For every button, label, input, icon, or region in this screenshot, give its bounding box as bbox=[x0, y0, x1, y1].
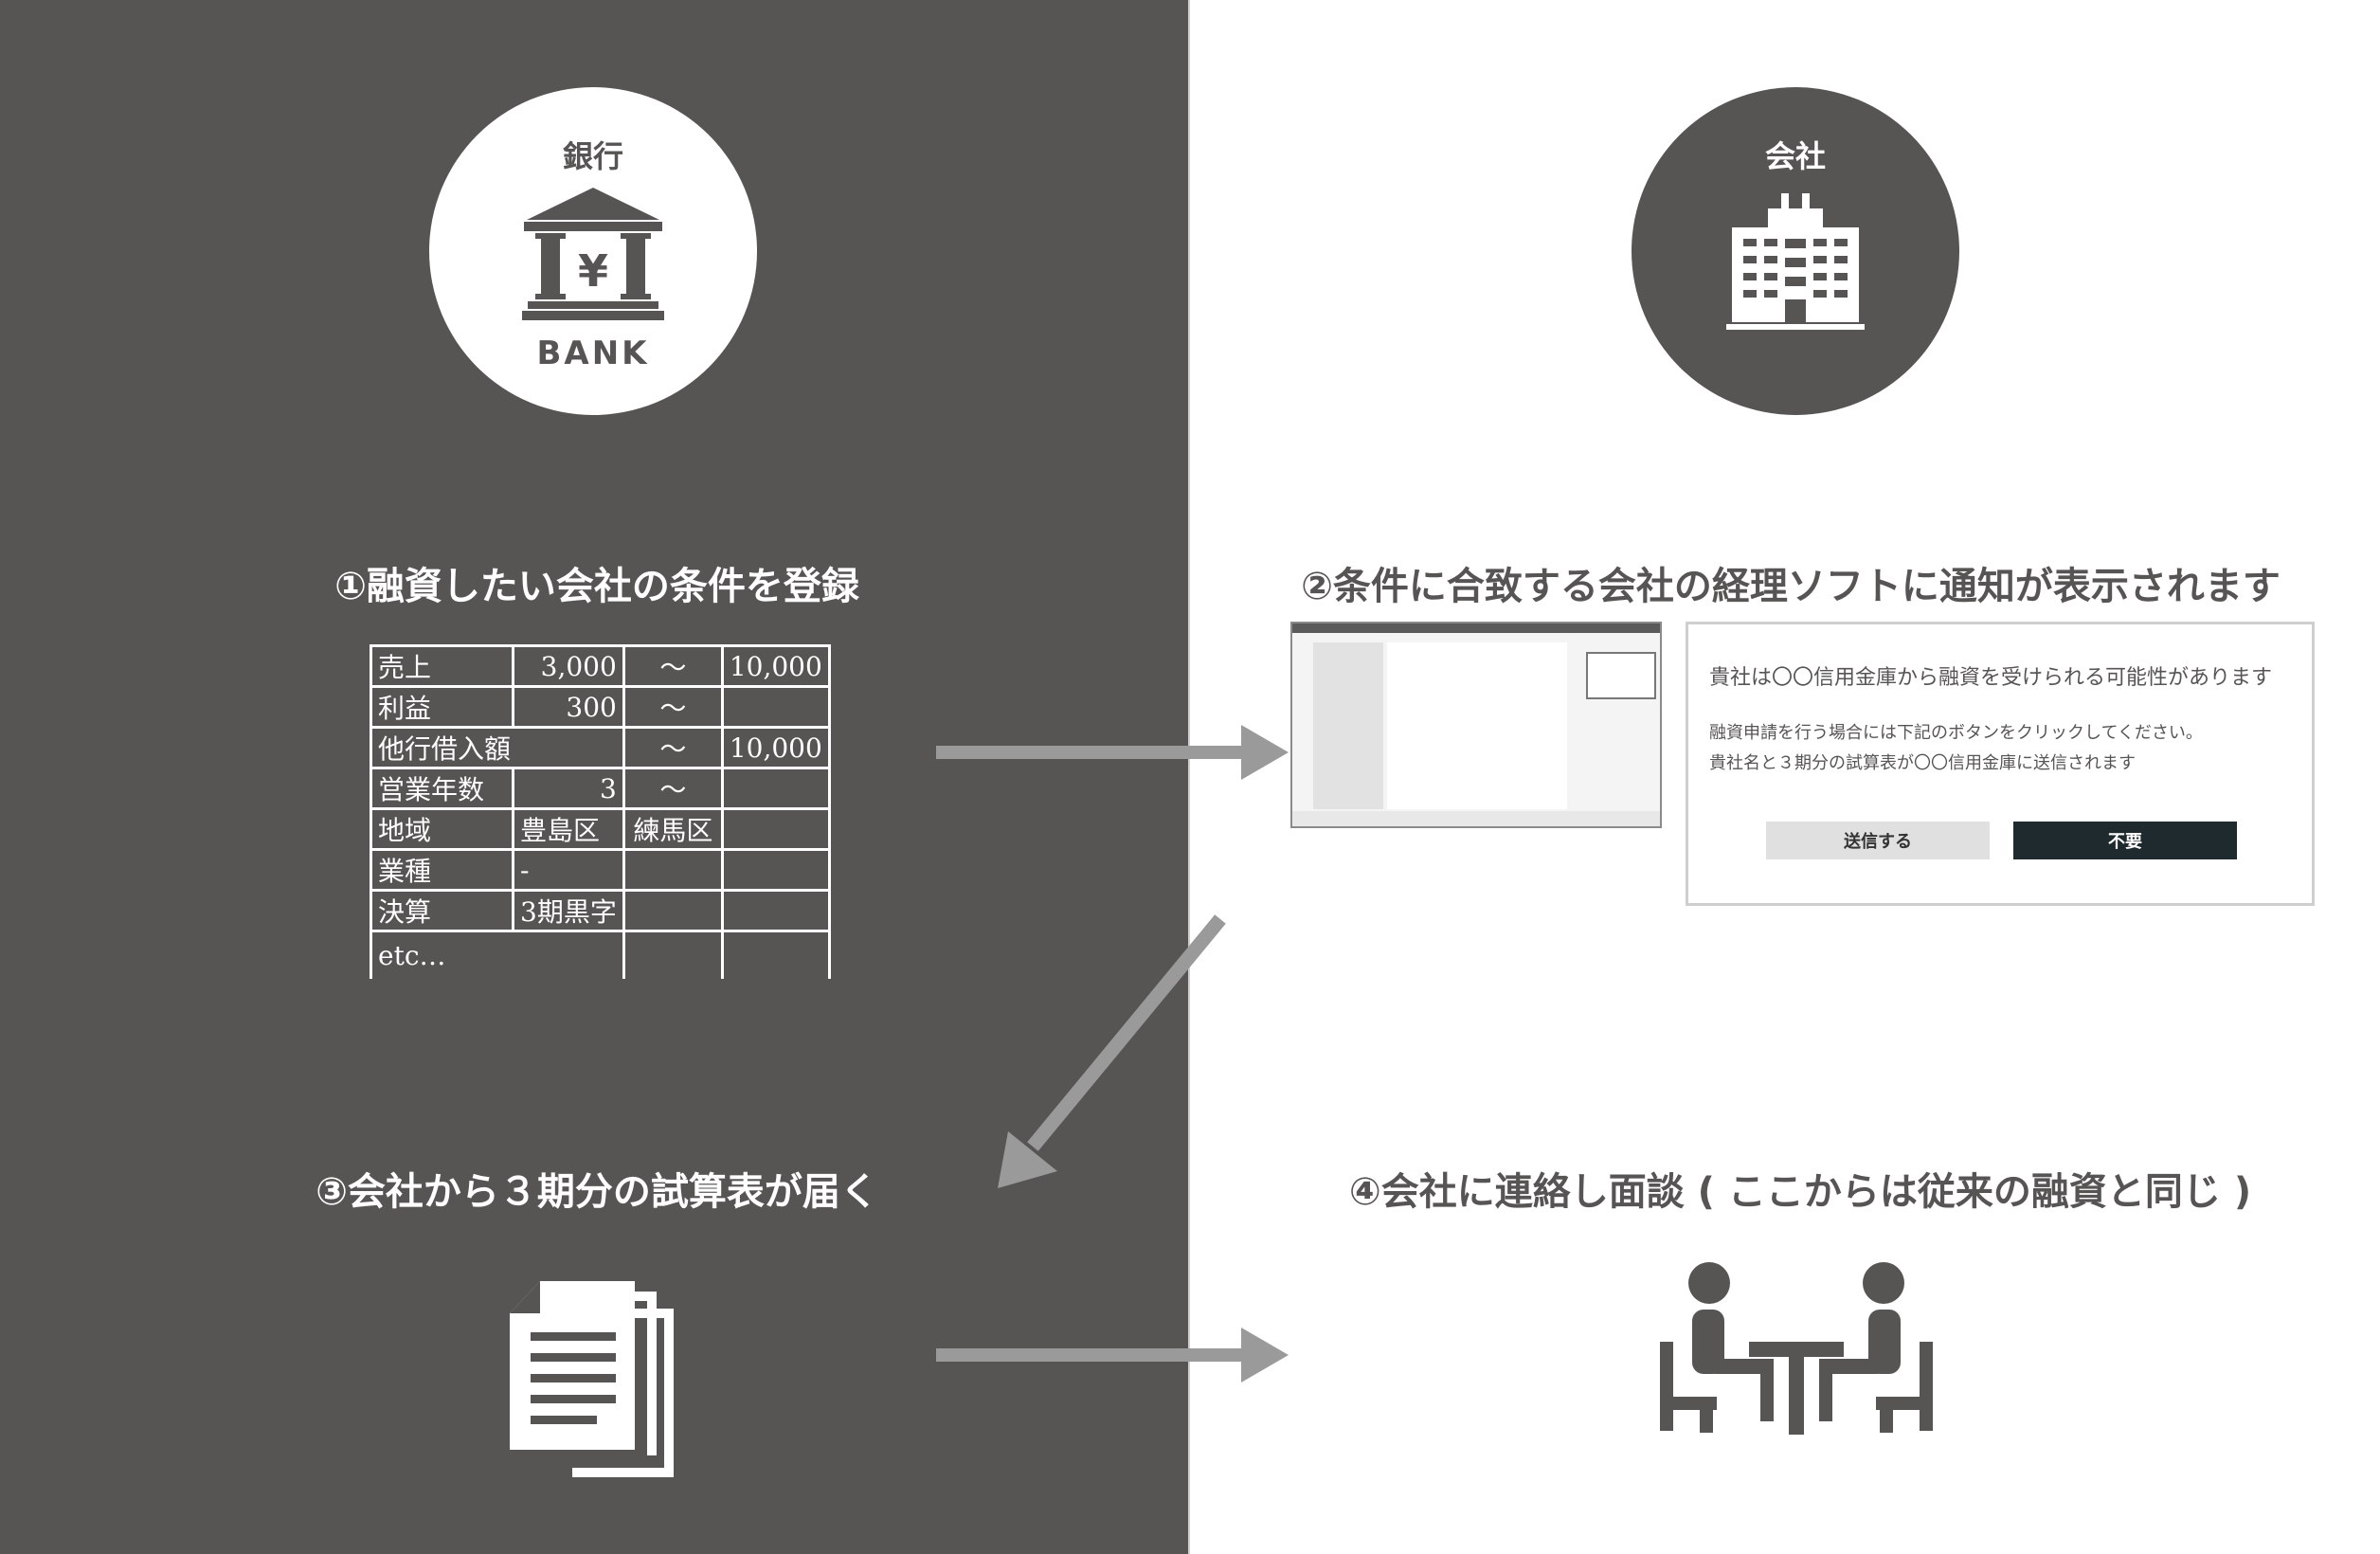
decline-button[interactable]: 不要 bbox=[2013, 822, 2237, 859]
conditions-cell: 〜 bbox=[622, 685, 724, 729]
window-statusbar bbox=[1292, 811, 1660, 826]
window-main-area bbox=[1387, 642, 1567, 809]
conditions-cell: 練馬区 bbox=[622, 807, 724, 851]
step2-title: ②条件に合致する会社の経理ソフトに通知が表示されます bbox=[1301, 565, 2281, 608]
meeting-people-table-icon bbox=[1660, 1262, 1933, 1435]
window-titlebar bbox=[1292, 623, 1660, 633]
conditions-cell: 〜 bbox=[622, 726, 724, 769]
conditions-cell: etc… bbox=[370, 930, 625, 979]
conditions-cell: 〜 bbox=[622, 767, 724, 810]
conditions-cell: 10,000 bbox=[720, 644, 831, 688]
arrow-step3-to-step4 bbox=[936, 1328, 1289, 1382]
conditions-cell: 業種 bbox=[370, 848, 514, 892]
step4-title: ④会社に連絡し面談 ( ここからは従来の融資と同じ ) bbox=[1348, 1170, 2252, 1214]
conditions-cell bbox=[622, 889, 724, 932]
conditions-cell: 10,000 bbox=[720, 726, 831, 769]
conditions-cell: 利益 bbox=[370, 685, 514, 729]
notification-dialog: 貴社は〇〇信用金庫から融資を受けられる可能性があります 融資申請を行う場合には下… bbox=[1686, 622, 2315, 906]
conditions-cell: 地域 bbox=[370, 807, 514, 851]
step1-title: ①融資したい会社の条件を登録 bbox=[334, 565, 859, 608]
company-label: 会社 bbox=[1764, 138, 1826, 174]
conditions-row: etc… bbox=[370, 930, 831, 979]
conditions-cell bbox=[720, 930, 831, 979]
conditions-cell: 決算 bbox=[370, 889, 514, 932]
conditions-cell bbox=[720, 685, 831, 729]
bank-circle: 銀行 ¥ BANK bbox=[429, 87, 757, 415]
conditions-cell: 他行借入額 bbox=[370, 726, 625, 769]
office-building-icon bbox=[1726, 193, 1865, 330]
conditions-cell bbox=[720, 767, 831, 810]
window-notification-popup bbox=[1586, 652, 1656, 699]
bank-word: BANK bbox=[536, 334, 649, 372]
window-sidebar bbox=[1313, 642, 1383, 809]
conditions-cell: - bbox=[512, 848, 625, 892]
conditions-cell: 豊島区 bbox=[512, 807, 625, 851]
conditions-cell: 売上 bbox=[370, 644, 514, 688]
step3-title: ③会社から３期分の試算表が届く bbox=[316, 1170, 878, 1214]
conditions-cell: 3,000 bbox=[512, 644, 625, 688]
yen-symbol: ¥ bbox=[578, 245, 608, 297]
bank-building-yen-icon: ¥ BANK bbox=[522, 188, 664, 372]
send-button[interactable]: 送信する bbox=[1766, 822, 1990, 859]
conditions-cell bbox=[622, 930, 724, 979]
conditions-cell bbox=[720, 848, 831, 892]
conditions-cell: 〜 bbox=[622, 644, 724, 688]
conditions-cell: 3期黒字 bbox=[512, 889, 625, 932]
conditions-cell: 300 bbox=[512, 685, 625, 729]
conditions-row: 地域豊島区練馬区 bbox=[370, 807, 831, 851]
conditions-cell bbox=[720, 807, 831, 851]
documents-stack-icon bbox=[510, 1281, 674, 1477]
conditions-cell bbox=[720, 889, 831, 932]
conditions-cell: 営業年数 bbox=[370, 767, 514, 810]
company-circle: 会社 bbox=[1632, 87, 1959, 415]
arrow-step2-to-step3 bbox=[998, 914, 1226, 1188]
notification-note: 貴社名と３期分の試算表が〇〇信用金庫に送信されます bbox=[1709, 753, 2136, 773]
bank-label: 銀行 bbox=[562, 138, 623, 174]
accounting-software-screenshot bbox=[1290, 622, 1662, 828]
conditions-cell bbox=[622, 848, 724, 892]
conditions-row: 業種- bbox=[370, 848, 831, 892]
conditions-cell: 3 bbox=[512, 767, 625, 810]
notification-message: 貴社は〇〇信用金庫から融資を受けられる可能性があります bbox=[1709, 666, 2273, 690]
arrow-step1-to-step2 bbox=[936, 725, 1289, 780]
notification-instruction: 融資申請を行う場合には下記のボタンをクリックしてください。 bbox=[1709, 723, 2203, 743]
conditions-row: 他行借入額〜10,000 bbox=[370, 726, 831, 769]
